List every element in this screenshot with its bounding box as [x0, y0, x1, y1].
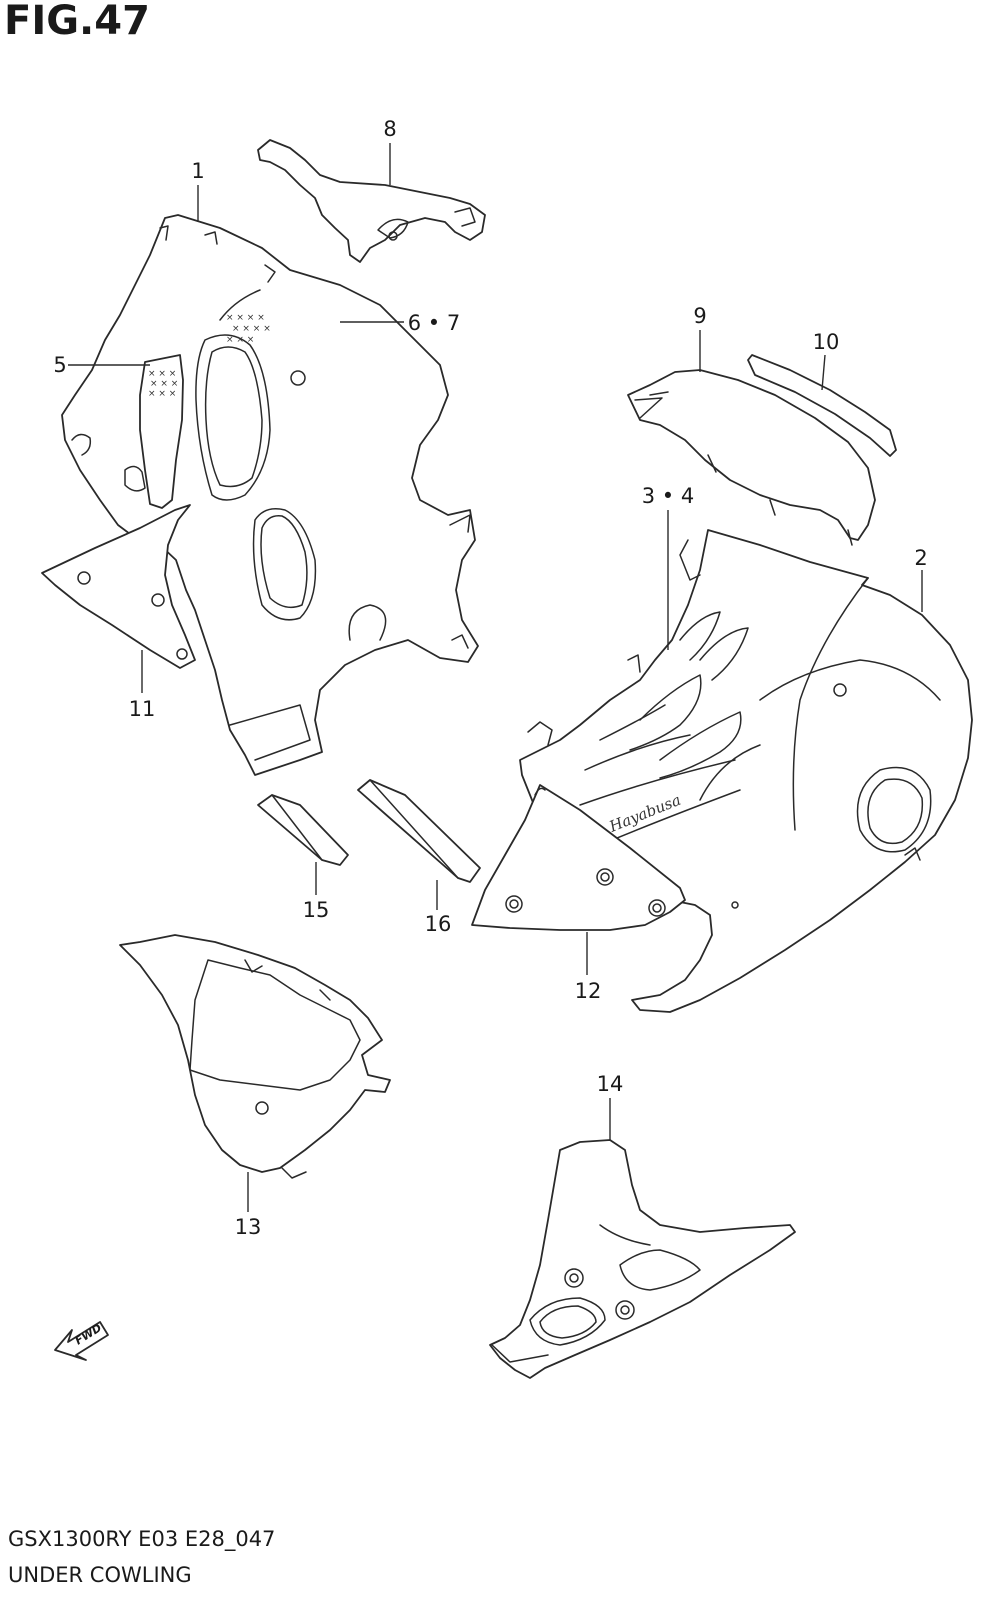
- svg-text:× × ×: × × ×: [150, 379, 178, 389]
- part-11-side-panel[interactable]: [41, 504, 196, 669]
- part-5-inner-panel[interactable]: × × × × × × × × ×: [139, 354, 184, 509]
- callout-12: 12: [575, 979, 602, 1003]
- svg-text:× × ×: × × ×: [148, 369, 176, 379]
- part-10-trim-strip[interactable]: [747, 354, 897, 457]
- svg-text:× × × ×: × × × ×: [232, 324, 271, 334]
- part-1-left-cowling[interactable]: × × × × × × × × × × ×: [61, 214, 479, 776]
- callout-15: 15: [303, 898, 330, 922]
- svg-text:× × ×: × × ×: [148, 389, 176, 399]
- callout-14: 14: [597, 1072, 624, 1096]
- callout-8: 8: [383, 117, 396, 141]
- part-9-side-cover[interactable]: [627, 369, 876, 546]
- callout-9: 9: [693, 304, 706, 328]
- part-14-belly-pan[interactable]: [489, 1139, 796, 1379]
- model-code-label: GSX1300RY E03 E28_047: [8, 1527, 276, 1551]
- part-2-right-cowling[interactable]: Hayabusa: [519, 529, 973, 1013]
- part-8-bracket[interactable]: [257, 139, 486, 263]
- callout-2: 2: [914, 546, 927, 570]
- part-15-block[interactable]: [257, 794, 349, 866]
- callout-10: 10: [813, 330, 840, 354]
- callout-5: 5: [53, 353, 66, 377]
- figure-title: FIG.47: [4, 0, 150, 44]
- callout-1: 1: [191, 159, 204, 183]
- part-16-block[interactable]: [357, 779, 481, 883]
- callout-3-4: 3 • 4: [642, 484, 694, 508]
- svg-text:× × ×: × × ×: [226, 335, 254, 345]
- fwd-direction-arrow: FWD: [54, 1321, 109, 1361]
- callout-13: 13: [235, 1215, 262, 1239]
- svg-text:× × × ×: × × × ×: [226, 313, 265, 323]
- part-13-lower-cowling[interactable]: [119, 934, 391, 1179]
- callout-11: 11: [129, 697, 156, 721]
- callout-6-7: 6 • 7: [408, 311, 460, 335]
- leader-lines: [68, 143, 923, 1212]
- callout-16: 16: [425, 912, 452, 936]
- section-name-label: UNDER COWLING: [8, 1563, 192, 1587]
- part-12-front-panel[interactable]: [471, 784, 686, 931]
